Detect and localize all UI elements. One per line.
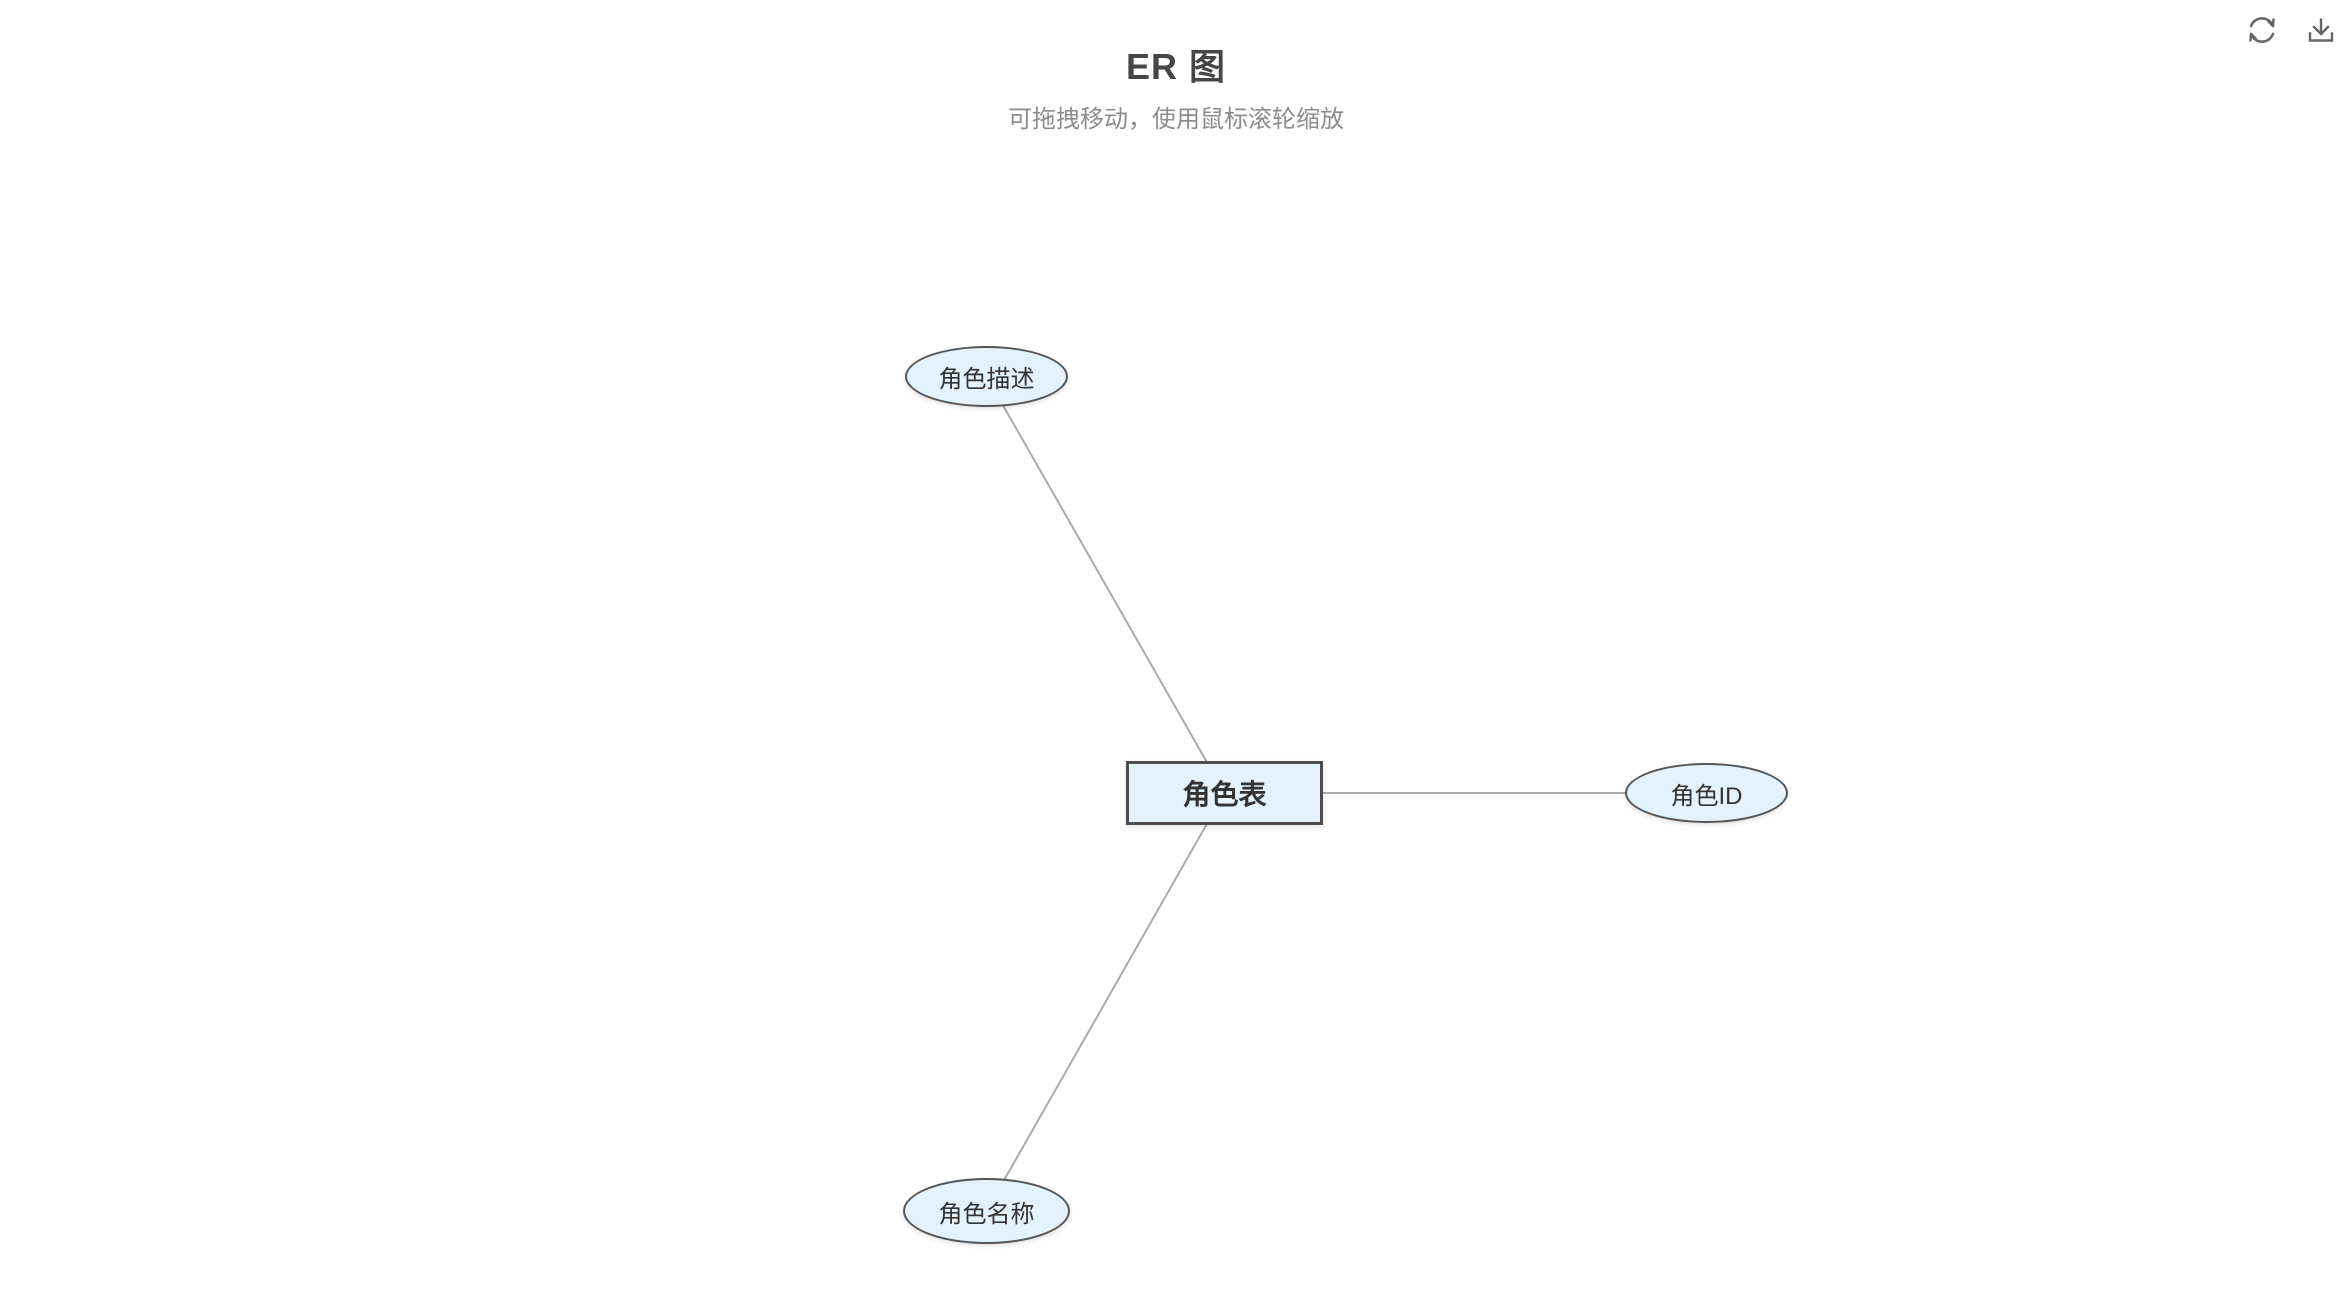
entity-label: 角色表 — [1182, 779, 1267, 810]
page-subtitle: 可拖拽移动，使用鼠标滚轮缩放 — [1008, 106, 1344, 133]
attribute-node-role-name[interactable]: 角色名称 — [903, 1178, 1070, 1244]
edge-entity-to-name — [985, 792, 1226, 1212]
attribute-node-role-description[interactable]: 角色描述 — [905, 346, 1068, 407]
download-icon — [2308, 18, 2334, 42]
entity-node-role-table[interactable]: 角色表 — [1126, 761, 1323, 825]
page-title: ER 图 — [1125, 46, 1226, 87]
attribute-label: 角色ID — [1670, 782, 1743, 810]
edge-entity-to-desc — [985, 376, 1226, 794]
restore-button[interactable] — [2242, 10, 2282, 50]
attribute-label: 角色名称 — [938, 1200, 1035, 1228]
attribute-node-role-id[interactable]: 角色ID — [1625, 763, 1788, 823]
attribute-label: 角色描述 — [938, 366, 1035, 393]
toolbox — [2242, 10, 2340, 50]
refresh-icon — [2249, 17, 2275, 43]
download-button[interactable] — [2302, 10, 2340, 50]
